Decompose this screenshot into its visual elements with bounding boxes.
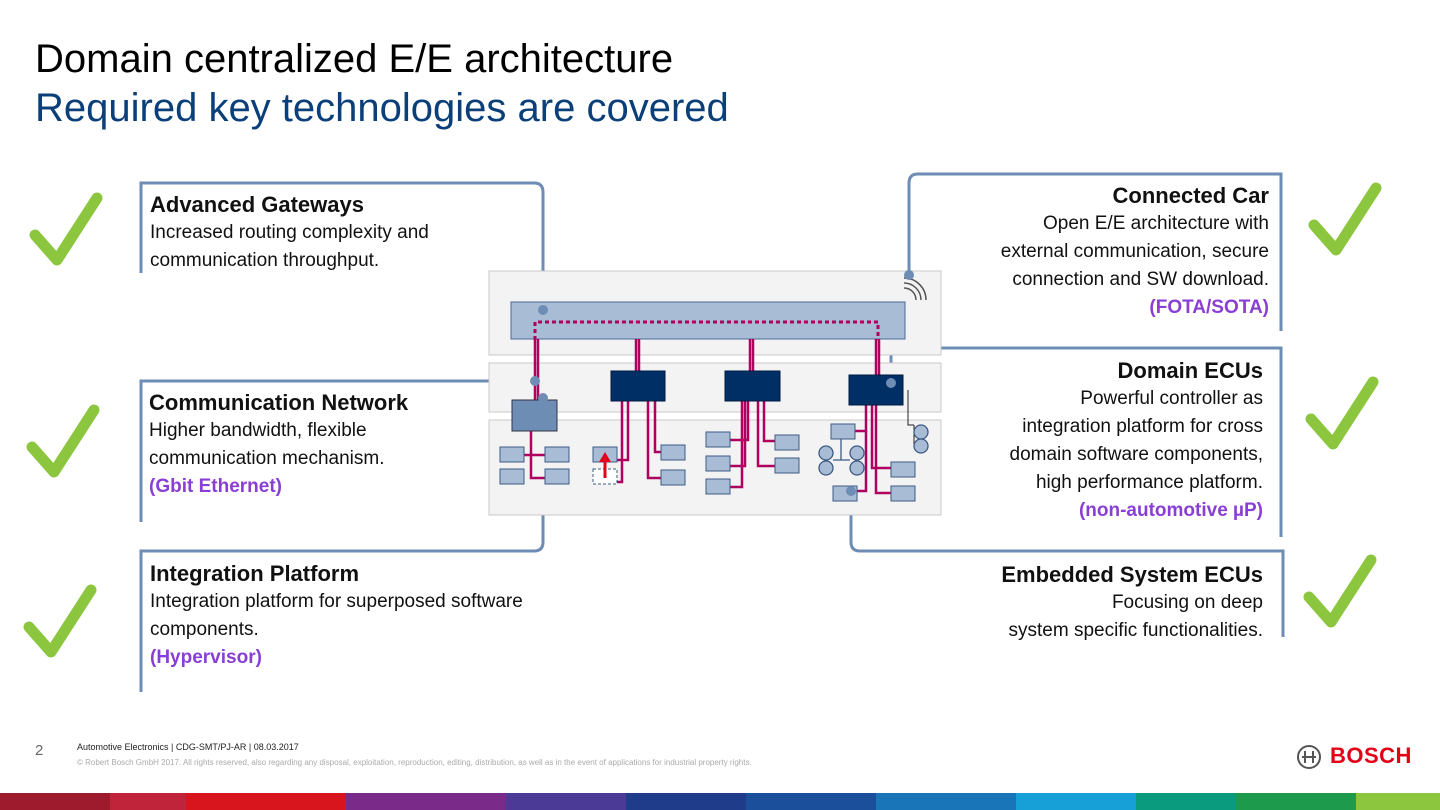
connected-car-box: Connected Car Open E/E architecture with… [930, 182, 1269, 322]
sensor-node [913, 438, 929, 454]
embedded-ecu [774, 434, 800, 451]
checkmark-icon [1303, 554, 1377, 628]
checkmark-icon [29, 192, 103, 266]
domain-ecu [848, 374, 904, 406]
box-tech: (non-automotive µP) [1078, 500, 1263, 521]
checkmark-icon [26, 404, 100, 478]
box-title: Connected Car [1112, 183, 1269, 208]
box-tech: (Gbit Ethernet) [149, 476, 282, 497]
communication-network-box: Communication Network Higher bandwidth, … [149, 389, 529, 501]
box-text: connection and SW download. [1012, 269, 1269, 290]
embedded-ecu [705, 431, 731, 448]
box-text: components. [150, 619, 259, 640]
embedded-ecu [705, 455, 731, 472]
page-title: Domain centralized E/E architecture [35, 37, 674, 81]
embedded-ecu [544, 468, 570, 485]
box-text: communication mechanism. [149, 448, 385, 469]
box-text: communication throughput. [150, 250, 380, 271]
box-title: Embedded System ECUs [1001, 562, 1263, 587]
box-tech: (Hypervisor) [150, 647, 262, 668]
page-subtitle: Required key technologies are covered [35, 86, 729, 130]
embedded-ecu [499, 468, 525, 485]
page-number: 2 [35, 742, 44, 759]
domain-ecus-box: Domain ECUs Powerful controller as integ… [930, 357, 1263, 525]
domain-ecu [610, 370, 666, 402]
box-text: system specific functionalities. [1008, 620, 1264, 641]
embedded-ecu [705, 478, 731, 495]
dotted-bus [533, 320, 880, 340]
sensor-node [818, 460, 834, 476]
box-text: external communication, secure [1000, 241, 1269, 262]
bosch-armature-icon [1297, 745, 1321, 769]
box-title: Domain ECUs [1117, 358, 1263, 383]
embedded-ecu [499, 446, 525, 463]
checkmark-icon [1308, 182, 1382, 256]
box-title: Integration Platform [150, 561, 360, 586]
footer-info: Automotive Electronics | CDG-SMT/PJ-AR |… [77, 742, 299, 752]
box-text: Integration platform for superposed soft… [150, 591, 523, 612]
box-text: Focusing on deep [1111, 592, 1263, 613]
embedded-ecu [890, 461, 916, 478]
box-title: Advanced Gateways [150, 192, 364, 217]
connector-advanced-gateways [139, 181, 545, 310]
sensor-node [913, 424, 929, 440]
connector-connected-car [907, 172, 1283, 331]
box-text: Increased routing complexity and [150, 222, 429, 243]
box-text: Open E/E architecture with [1043, 213, 1269, 234]
box-tech: (FOTA/SOTA) [1149, 297, 1269, 318]
box-text: high performance platform. [1035, 472, 1263, 493]
gateway-ecu [511, 399, 558, 432]
connector-embedded-ecus [849, 491, 1285, 637]
embedded-ecu [774, 457, 800, 474]
connector-integration-platform [139, 398, 545, 692]
sensor-node [849, 445, 865, 461]
domain-ecu [724, 370, 781, 402]
advanced-gateways-box: Advanced Gateways Increased routing comp… [150, 191, 530, 275]
bosch-logo: BOSCH [1330, 743, 1412, 768]
embedded-ecu [830, 423, 856, 440]
embedded-ecu [660, 444, 686, 461]
box-text: Powerful controller as [1080, 388, 1263, 409]
sensor-node [849, 460, 865, 476]
sensor-node [818, 445, 834, 461]
box-text: Higher bandwidth, flexible [149, 420, 367, 441]
connector-communication-network [139, 379, 535, 522]
checkmark-icon [1305, 376, 1379, 450]
integration-platform-box: Integration Platform Integration platfor… [150, 560, 610, 672]
embedded-ecus-box: Embedded System ECUs Focusing on deep sy… [930, 561, 1263, 645]
embedded-ecu [890, 485, 916, 502]
embedded-ecu [660, 469, 686, 486]
box-text: integration platform for cross [1022, 416, 1263, 437]
box-text: domain software components, [1009, 444, 1263, 465]
box-title: Communication Network [149, 390, 409, 415]
brand-color-stripe [0, 793, 1440, 810]
checkmark-icon [23, 584, 97, 658]
embedded-ecu [544, 446, 570, 463]
footer-copyright: © Robert Bosch GmbH 2017. All rights res… [77, 758, 752, 767]
